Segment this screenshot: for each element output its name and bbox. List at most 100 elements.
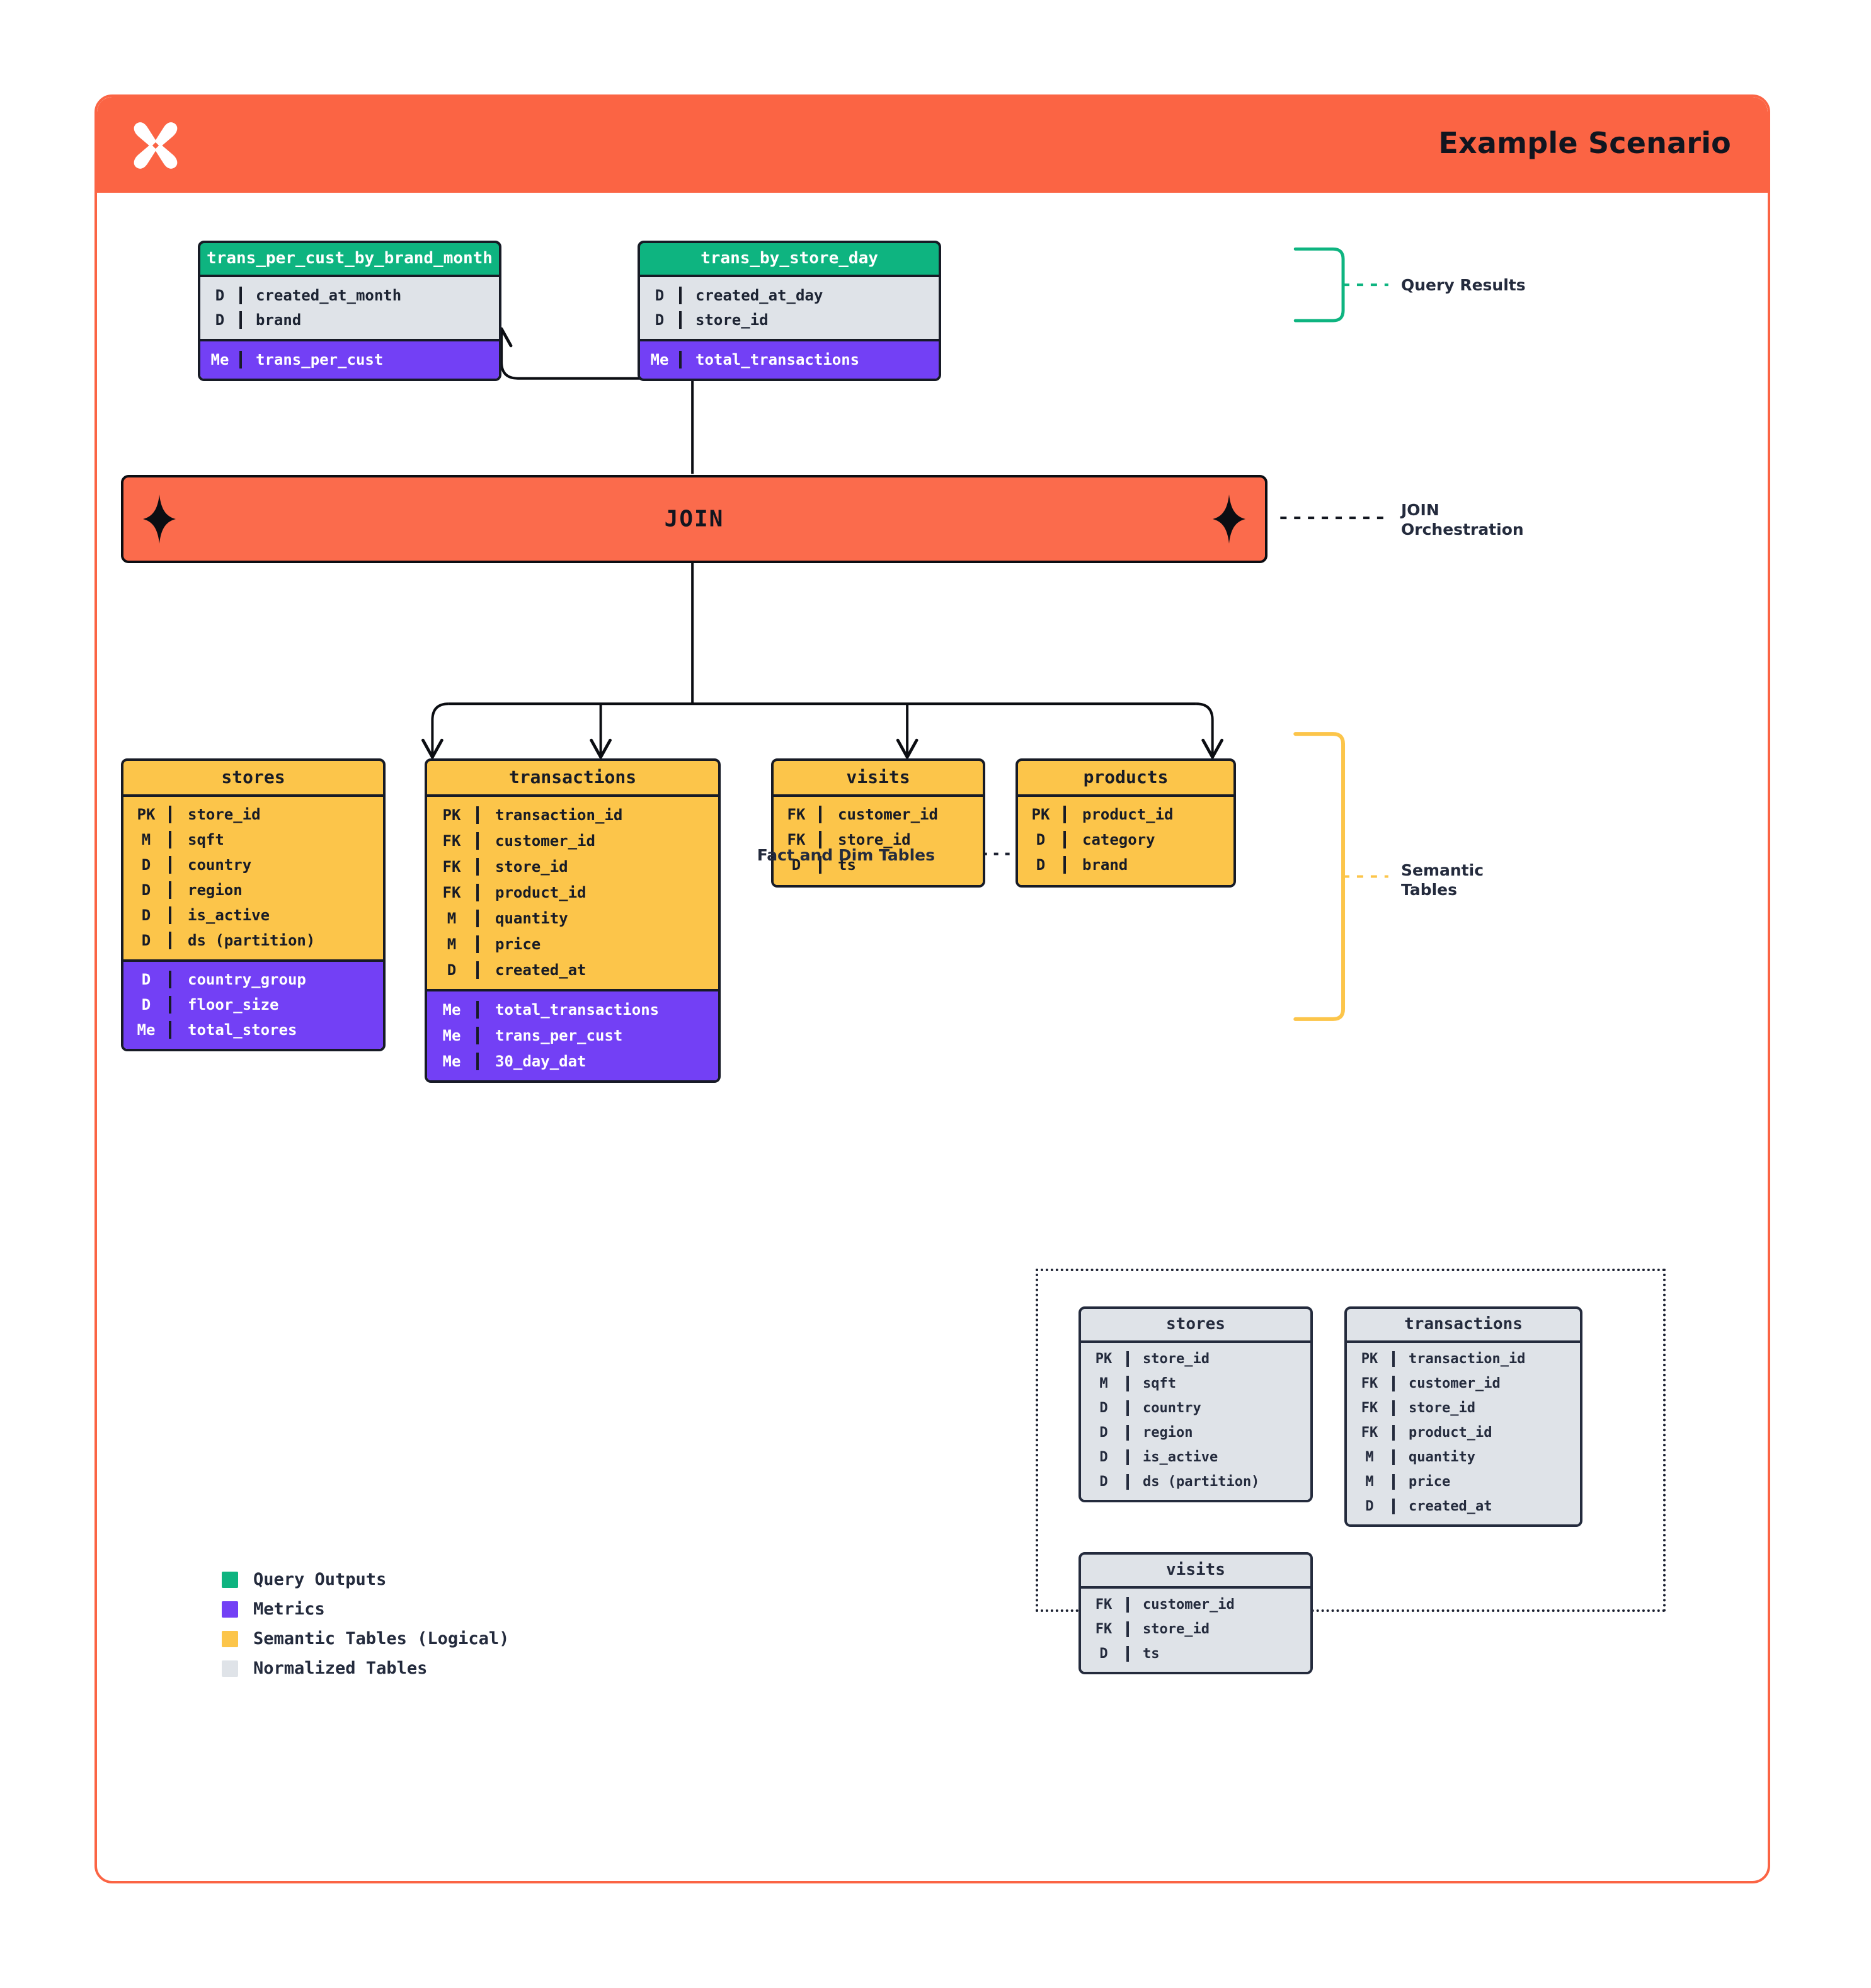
annotation-line: Orchestration xyxy=(1401,520,1524,539)
row-field: store_id xyxy=(476,857,718,876)
table-row: FK product_id xyxy=(1347,1420,1580,1445)
sparkle-icon xyxy=(1213,494,1245,544)
row-field: region xyxy=(1126,1425,1310,1441)
legend-item: Query Outputs xyxy=(222,1565,509,1594)
query-result-table-trans-per-cust-by-brand-month[interactable]: trans_per_cust_by_brand_month D created_… xyxy=(198,241,501,381)
row-field: quantity xyxy=(1392,1449,1580,1465)
row-field: ts xyxy=(1126,1646,1310,1662)
table-title: products xyxy=(1016,758,1236,797)
row-field: product_id xyxy=(1392,1425,1580,1441)
row-field: trans_per_cust xyxy=(239,350,499,368)
table-row: D created_at_day xyxy=(640,283,939,307)
join-label: JOIN xyxy=(664,506,724,532)
legend-item: Normalized Tables xyxy=(222,1654,509,1683)
table-title: visits xyxy=(771,758,985,797)
join-orchestration-bar[interactable]: JOIN xyxy=(121,475,1267,563)
legend-item: Semantic Tables (Logical) xyxy=(222,1624,509,1654)
metric-section: Me trans_per_cust xyxy=(200,339,499,379)
table-title: transactions xyxy=(1344,1306,1582,1343)
legend-swatch-normalized-tables xyxy=(222,1660,238,1677)
row-field: created_at_month xyxy=(239,286,499,304)
query-result-table-trans-by-store-day[interactable]: trans_by_store_day D created_at_day D st… xyxy=(638,241,941,381)
row-key: FK xyxy=(1361,1425,1378,1441)
table-row: Me trans_per_cust xyxy=(200,347,499,372)
row-key: M xyxy=(1365,1449,1374,1465)
table-title: transactions xyxy=(425,758,721,797)
legend-item: Metrics xyxy=(222,1594,509,1624)
row-key: PK xyxy=(1361,1351,1378,1367)
row-key: D xyxy=(1099,1449,1108,1465)
annotation-query-results: Query Results xyxy=(1401,276,1526,294)
row-key: FK xyxy=(1361,1376,1378,1391)
row-key: FK xyxy=(1095,1597,1113,1613)
row-field: category xyxy=(1063,831,1233,848)
row-field: product_id xyxy=(1063,806,1233,823)
row-key: D xyxy=(141,906,151,924)
annotation-line: JOIN xyxy=(1401,501,1439,519)
row-field: quantity xyxy=(476,909,718,927)
row-key: D xyxy=(1099,1425,1108,1441)
row-field: ts xyxy=(819,856,983,874)
row-key: M xyxy=(447,909,457,927)
row-field: total_stores xyxy=(169,1021,383,1039)
row-key: D xyxy=(1099,1474,1108,1490)
row-key: M xyxy=(1099,1376,1108,1391)
row-field: store_id xyxy=(819,831,983,848)
row-field: floor_size xyxy=(169,996,383,1014)
row-field: price xyxy=(476,935,718,953)
legend: Query Outputs Metrics Semantic Tables (L… xyxy=(222,1565,509,1683)
row-key: D xyxy=(141,932,151,949)
row-field: created_at_day xyxy=(679,286,939,304)
row-key: D xyxy=(1099,1646,1108,1662)
row-key: Me xyxy=(137,1021,156,1039)
row-field: 30_day_dat xyxy=(476,1052,718,1070)
row-field: store_id xyxy=(1126,1621,1310,1637)
page-title: Example Scenario xyxy=(1438,126,1731,160)
row-key: D xyxy=(215,286,225,304)
row-field: customer_id xyxy=(1126,1597,1310,1613)
row-key: D xyxy=(141,856,151,874)
table-title: trans_per_cust_by_brand_month xyxy=(198,241,501,277)
row-field: region xyxy=(169,881,383,899)
row-key: M xyxy=(1365,1474,1374,1490)
diagram-card: Example Scenario trans_per_cust_by_brand… xyxy=(94,94,1770,1883)
legend-label: Metrics xyxy=(253,1599,325,1619)
row-key: FK xyxy=(442,831,461,850)
row-field: is_active xyxy=(169,906,383,924)
row-key: PK xyxy=(137,806,156,823)
row-field: created_at xyxy=(1392,1499,1580,1514)
row-field: created_at xyxy=(476,961,718,979)
row-field: total_transactions xyxy=(476,1000,718,1019)
row-key: D xyxy=(447,961,457,979)
